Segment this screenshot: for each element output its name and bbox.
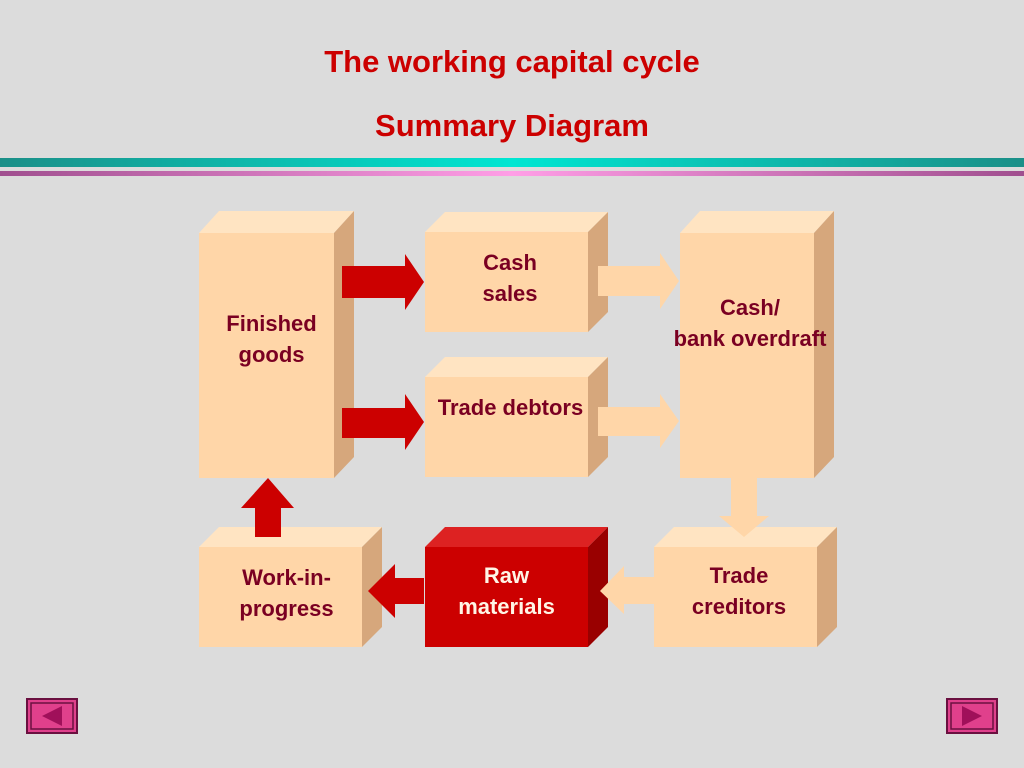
finished-goods-label: Finished goods (226, 311, 317, 367)
cash-sales-label: Cash sales (482, 250, 538, 306)
arrow-creditors-to-raw (600, 566, 654, 614)
divider-pink (0, 171, 1024, 176)
trade-creditors-box (654, 527, 837, 647)
trade-debtors-label: Trade debtors (437, 395, 584, 420)
arrow-trade-debtors-to-cash (598, 394, 679, 448)
raw-materials-label: Raw materials (458, 563, 555, 619)
next-slide-button[interactable] (946, 698, 998, 734)
cash-bank-label: Cash/ bank overdraft (673, 295, 827, 351)
triangle-right-icon (950, 702, 994, 730)
prev-slide-button[interactable] (26, 698, 78, 734)
arrow-raw-to-wip (368, 564, 424, 618)
arrow-cash-to-trade-creditors (719, 478, 769, 537)
cash-bank-box (680, 211, 834, 478)
trade-debtors-box (425, 357, 608, 477)
triangle-left-icon (30, 702, 74, 730)
trade-creditors-label: Trade creditors (691, 563, 787, 619)
arrow-finished-to-cash-sales (342, 254, 424, 310)
arrow-cash-sales-to-cash (598, 253, 679, 309)
work-in-progress-box (199, 527, 382, 647)
slide-subtitle: Summary Diagram (375, 108, 649, 143)
raw-materials-box (425, 527, 608, 647)
arrow-wip-to-finished (241, 478, 294, 537)
divider-teal (0, 158, 1024, 167)
arrow-finished-to-trade-debtors (342, 394, 424, 450)
work-in-progress-label: Work-in- progress (239, 565, 334, 621)
slide-title: The working capital cycle (324, 44, 700, 79)
